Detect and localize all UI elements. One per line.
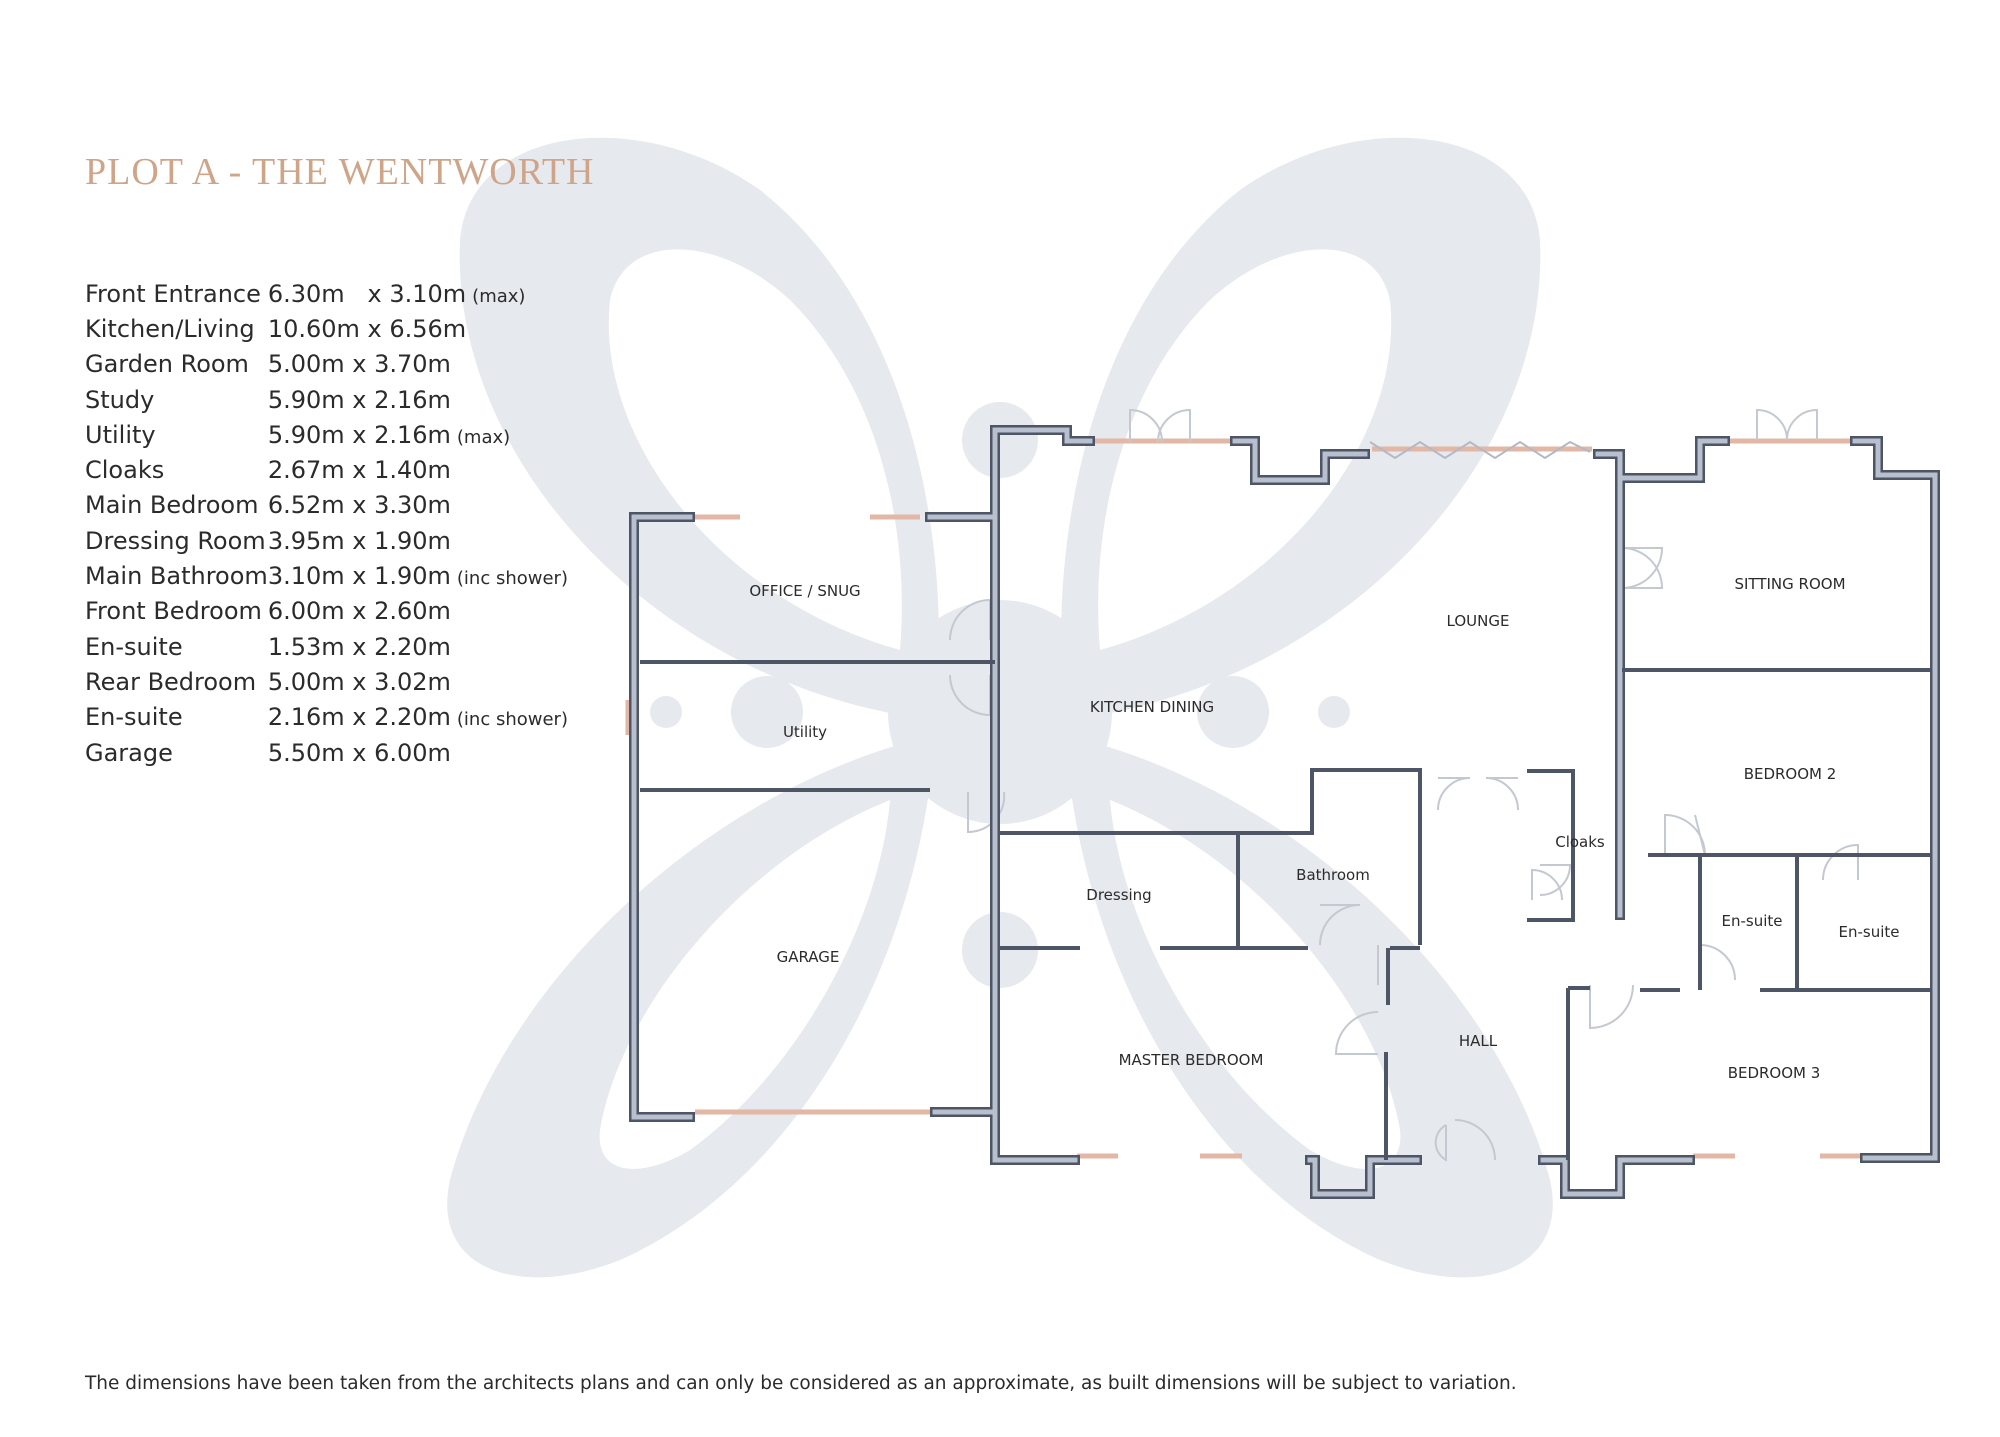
room-size: 5.90m x 2.16m <box>267 385 451 414</box>
room-size: 3.95m x 1.90m <box>267 526 451 555</box>
room-size-cell: 10.60m x 6.56m <box>268 311 568 346</box>
door-swings <box>949 408 1859 1162</box>
room-size-cell: 6.30m x 3.10m(max) <box>268 276 568 311</box>
room-row: Main Bedroom 6.52m x 3.30m <box>85 488 568 523</box>
room-name: Front Entrance <box>85 279 261 308</box>
room-label-hall: HALL <box>1459 1032 1498 1050</box>
room-size: 5.00m x 3.70m <box>267 350 451 379</box>
room-row: Garage 5.50m x 6.00m <box>85 735 568 770</box>
room-name: Rear Bedroom <box>85 667 257 696</box>
room-size: 2.16m x 2.20m <box>267 703 451 732</box>
room-label-bathroom: Bathroom <box>1296 866 1370 884</box>
room-label-dressing: Dressing <box>1086 886 1151 904</box>
page-title: PLOT A - THE WENTWORTH <box>85 151 595 193</box>
room-size: 6.30m x 3.10m <box>267 279 467 308</box>
room-name: Study <box>85 385 155 414</box>
room-row: En-suite 1.53m x 2.20m <box>85 629 568 664</box>
bifold-door <box>1369 440 1591 460</box>
room-name: Cloaks <box>85 456 165 485</box>
room-name: Garage <box>85 738 173 767</box>
room-label-bedroom3: BEDROOM 3 <box>1728 1064 1821 1082</box>
room-row: Garden Room 5.00m x 3.70m <box>85 347 568 382</box>
room-name: Main Bedroom <box>85 491 259 520</box>
room-label-ensuite1: En-suite <box>1722 912 1783 930</box>
room-label-ensuite2: En-suite <box>1839 923 1900 941</box>
room-size-cell: 6.52m x 3.30m <box>268 488 568 523</box>
room-size-cell: 5.00m x 3.70m <box>268 347 568 382</box>
room-size: 10.60m x 6.56m <box>267 314 467 343</box>
room-row: Rear Bedroom 5.00m x 3.02m <box>85 664 568 699</box>
room-row: Kitchen/Living 10.60m x 6.56m <box>85 311 568 346</box>
room-name: Utility <box>85 420 156 449</box>
walls-internal <box>640 660 1932 1160</box>
room-row: En-suite 2.16m x 2.20m(inc shower) <box>85 700 568 735</box>
room-label-office: OFFICE / SNUG <box>749 582 860 600</box>
room-name: Garden Room <box>85 350 249 379</box>
room-size-cell: 5.90m x 2.16m(max) <box>268 417 568 452</box>
room-row: Cloaks 2.67m x 1.40m <box>85 452 568 487</box>
room-name: En-suite <box>85 703 183 732</box>
room-label-sitting: SITTING ROOM <box>1734 575 1845 593</box>
room-size-cell: 6.00m x 2.60m <box>268 594 568 629</box>
room-row: Utility 5.90m x 2.16m(max) <box>85 417 568 452</box>
room-size-note: (inc shower) <box>456 709 568 731</box>
room-label-bedroom2: BEDROOM 2 <box>1744 765 1837 783</box>
room-size-cell: 3.95m x 1.90m <box>268 523 568 558</box>
room-size: 6.52m x 3.30m <box>267 491 451 520</box>
room-size-note: (max) <box>472 285 526 307</box>
room-label-lounge: LOUNGE <box>1447 612 1510 630</box>
room-name: Kitchen/Living <box>85 314 255 343</box>
room-size-cell: 2.67m x 1.40m <box>268 452 568 487</box>
room-size-note: (max) <box>456 426 511 448</box>
room-name: Dressing Room <box>85 526 266 555</box>
room-size: 6.00m x 2.60m <box>267 597 451 626</box>
room-size: 5.90m x 2.16m <box>267 420 451 449</box>
room-size: 1.53m x 2.20m <box>267 632 451 661</box>
room-size-cell: 5.90m x 2.16m <box>268 382 568 417</box>
room-name: Front Bedroom <box>85 597 262 626</box>
room-label-master: MASTER BEDROOM <box>1119 1051 1264 1069</box>
room-size: 5.50m x 6.00m <box>267 738 451 767</box>
room-size: 5.00m x 3.02m <box>267 667 451 696</box>
room-size: 3.10m x 1.90m <box>267 562 451 591</box>
room-size-cell: 2.16m x 2.20m(inc shower) <box>268 700 568 735</box>
room-size-cell: 5.50m x 6.00m <box>268 735 568 770</box>
room-name: En-suite <box>85 632 183 661</box>
room-name: Main Bathroom <box>85 562 268 591</box>
glazing-lines <box>625 438 1938 1159</box>
room-label-utility: Utility <box>783 723 827 741</box>
room-size: 2.67m x 1.40m <box>267 456 451 485</box>
room-row: Study 5.90m x 2.16m <box>85 382 568 417</box>
walls-thick <box>629 425 1940 1199</box>
room-label-cloaks: Cloaks <box>1555 833 1605 851</box>
room-size-note: (inc shower) <box>456 568 568 590</box>
room-size-cell: 1.53m x 2.20m <box>268 629 568 664</box>
room-size-cell: 3.10m x 1.90m(inc shower) <box>268 558 568 593</box>
room-size-cell: 5.00m x 3.02m <box>268 664 568 699</box>
room-label-kitchen: KITCHEN DINING <box>1090 698 1214 716</box>
room-label-garage: GARAGE <box>777 948 840 966</box>
disclaimer-footer: The dimensions have been taken from the … <box>85 1373 1517 1394</box>
